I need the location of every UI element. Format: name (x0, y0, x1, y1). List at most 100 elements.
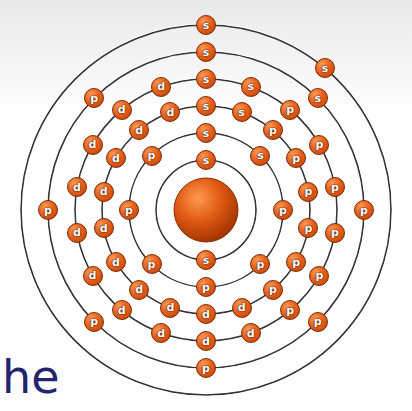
orbital-letter: s (203, 101, 210, 112)
nucleus (174, 178, 238, 242)
orbital-letter: s (203, 255, 210, 266)
orbital-letter: d (202, 336, 210, 347)
electron-circle: s (196, 150, 216, 170)
orbital-letter: p (304, 223, 312, 234)
orbital-letter: d (89, 270, 97, 281)
caption-fragment: he (2, 354, 59, 400)
electron-circle: p (298, 218, 318, 238)
electron-circle: p (84, 312, 104, 332)
orbital-letter: p (44, 205, 52, 216)
orbital-letter: p (331, 227, 339, 238)
electron-circle: d (129, 280, 149, 300)
orbital-letter: d (100, 186, 108, 197)
orbital-letter: d (73, 182, 81, 193)
orbital-letter: p (202, 363, 210, 374)
orbital-letter: p (286, 305, 294, 316)
orbital-letter: p (148, 150, 156, 161)
electron-circle: d (112, 300, 132, 320)
electron-circle: p (84, 88, 104, 108)
orbital-letter: d (89, 139, 97, 150)
orbital-letter: p (269, 284, 277, 295)
orbital-letter: s (203, 128, 210, 139)
electron-circle: d (196, 304, 216, 324)
electron-circle: s (196, 42, 216, 62)
electron-circle: p (119, 200, 139, 220)
orbital-letter: p (90, 316, 98, 327)
orbital-letter: d (118, 104, 126, 115)
orbital-letter: d (157, 81, 165, 92)
electron-circle: p (196, 277, 216, 297)
orbital-letter: d (202, 309, 210, 320)
electron-circle: p (280, 300, 300, 320)
orbital-letter: s (238, 107, 245, 118)
electron-circle: d (160, 102, 180, 122)
electron-circle: s (250, 146, 270, 166)
electron-circle: d (241, 323, 261, 343)
electron-circle: p (309, 135, 329, 155)
orbital-letter: p (304, 186, 312, 197)
electron-circle: s (196, 96, 216, 116)
electron-circle: d (67, 223, 87, 243)
orbital-letter: p (316, 139, 324, 150)
electron-circle: p (325, 223, 345, 243)
orbital-letter: p (125, 205, 133, 216)
electron-circle: p (250, 254, 270, 274)
orbital-letter: d (112, 257, 120, 268)
orbital-letter: d (247, 328, 255, 339)
orbital-letter: p (360, 205, 368, 216)
orbital-letter: d (100, 223, 108, 234)
orbital-letter: p (331, 182, 339, 193)
electron-circle: p (263, 120, 283, 140)
electron-circle: d (151, 323, 171, 343)
orbital-letter: s (314, 93, 321, 104)
electron-circle: d (160, 298, 180, 318)
orbital-letter: s (203, 47, 210, 58)
electron-circle: s (308, 88, 328, 108)
electron-circle: p (142, 254, 162, 274)
electron-circle: s (315, 58, 335, 78)
orbital-letter: s (248, 81, 255, 92)
electron-circle: s (196, 69, 216, 89)
orbital-letter: s (322, 63, 329, 74)
orbital-letter: p (316, 270, 324, 281)
electron-circle: d (106, 252, 126, 272)
electron-circle: d (94, 182, 114, 202)
electron-circle: d (151, 77, 171, 97)
electron-circle: s (196, 123, 216, 143)
electron-circle: p (38, 200, 58, 220)
electron-circle: p (298, 182, 318, 202)
orbital-letter: d (73, 227, 81, 238)
orbital-letter: p (292, 257, 300, 268)
orbital-letter: p (286, 104, 294, 115)
shell-rings (20, 24, 393, 397)
electron-circle: s (196, 250, 216, 270)
electron-circle: p (263, 280, 283, 300)
electron-circle: p (286, 148, 306, 168)
electron-circle: d (196, 331, 216, 351)
electron-circle: d (67, 177, 87, 197)
electron-circle: p (142, 146, 162, 166)
orbital-letter: d (157, 328, 165, 339)
orbital-letter: p (148, 259, 156, 270)
electron-circle: d (129, 120, 149, 140)
electron-circle: p (273, 200, 293, 220)
electron-circle: p (309, 266, 329, 286)
electron-circle: p (286, 252, 306, 272)
electron-circle: s (241, 77, 261, 97)
orbital-letter: s (203, 74, 210, 85)
electron-circle: d (232, 298, 252, 318)
orbital-letter: p (314, 316, 322, 327)
electron-circle: p (196, 358, 216, 378)
orbital-letter: d (238, 302, 246, 313)
electron-circle: p (325, 177, 345, 197)
electron-circle: s (196, 15, 216, 35)
electron-circle: d (83, 135, 103, 155)
orbital-letter: s (203, 155, 210, 166)
electron-circle: s (232, 102, 252, 122)
electron-circle: p (308, 312, 328, 332)
orbital-letter: p (257, 259, 265, 270)
orbital-letter: p (269, 125, 277, 136)
orbital-letter: d (135, 125, 143, 136)
electron-circle: d (106, 148, 126, 168)
